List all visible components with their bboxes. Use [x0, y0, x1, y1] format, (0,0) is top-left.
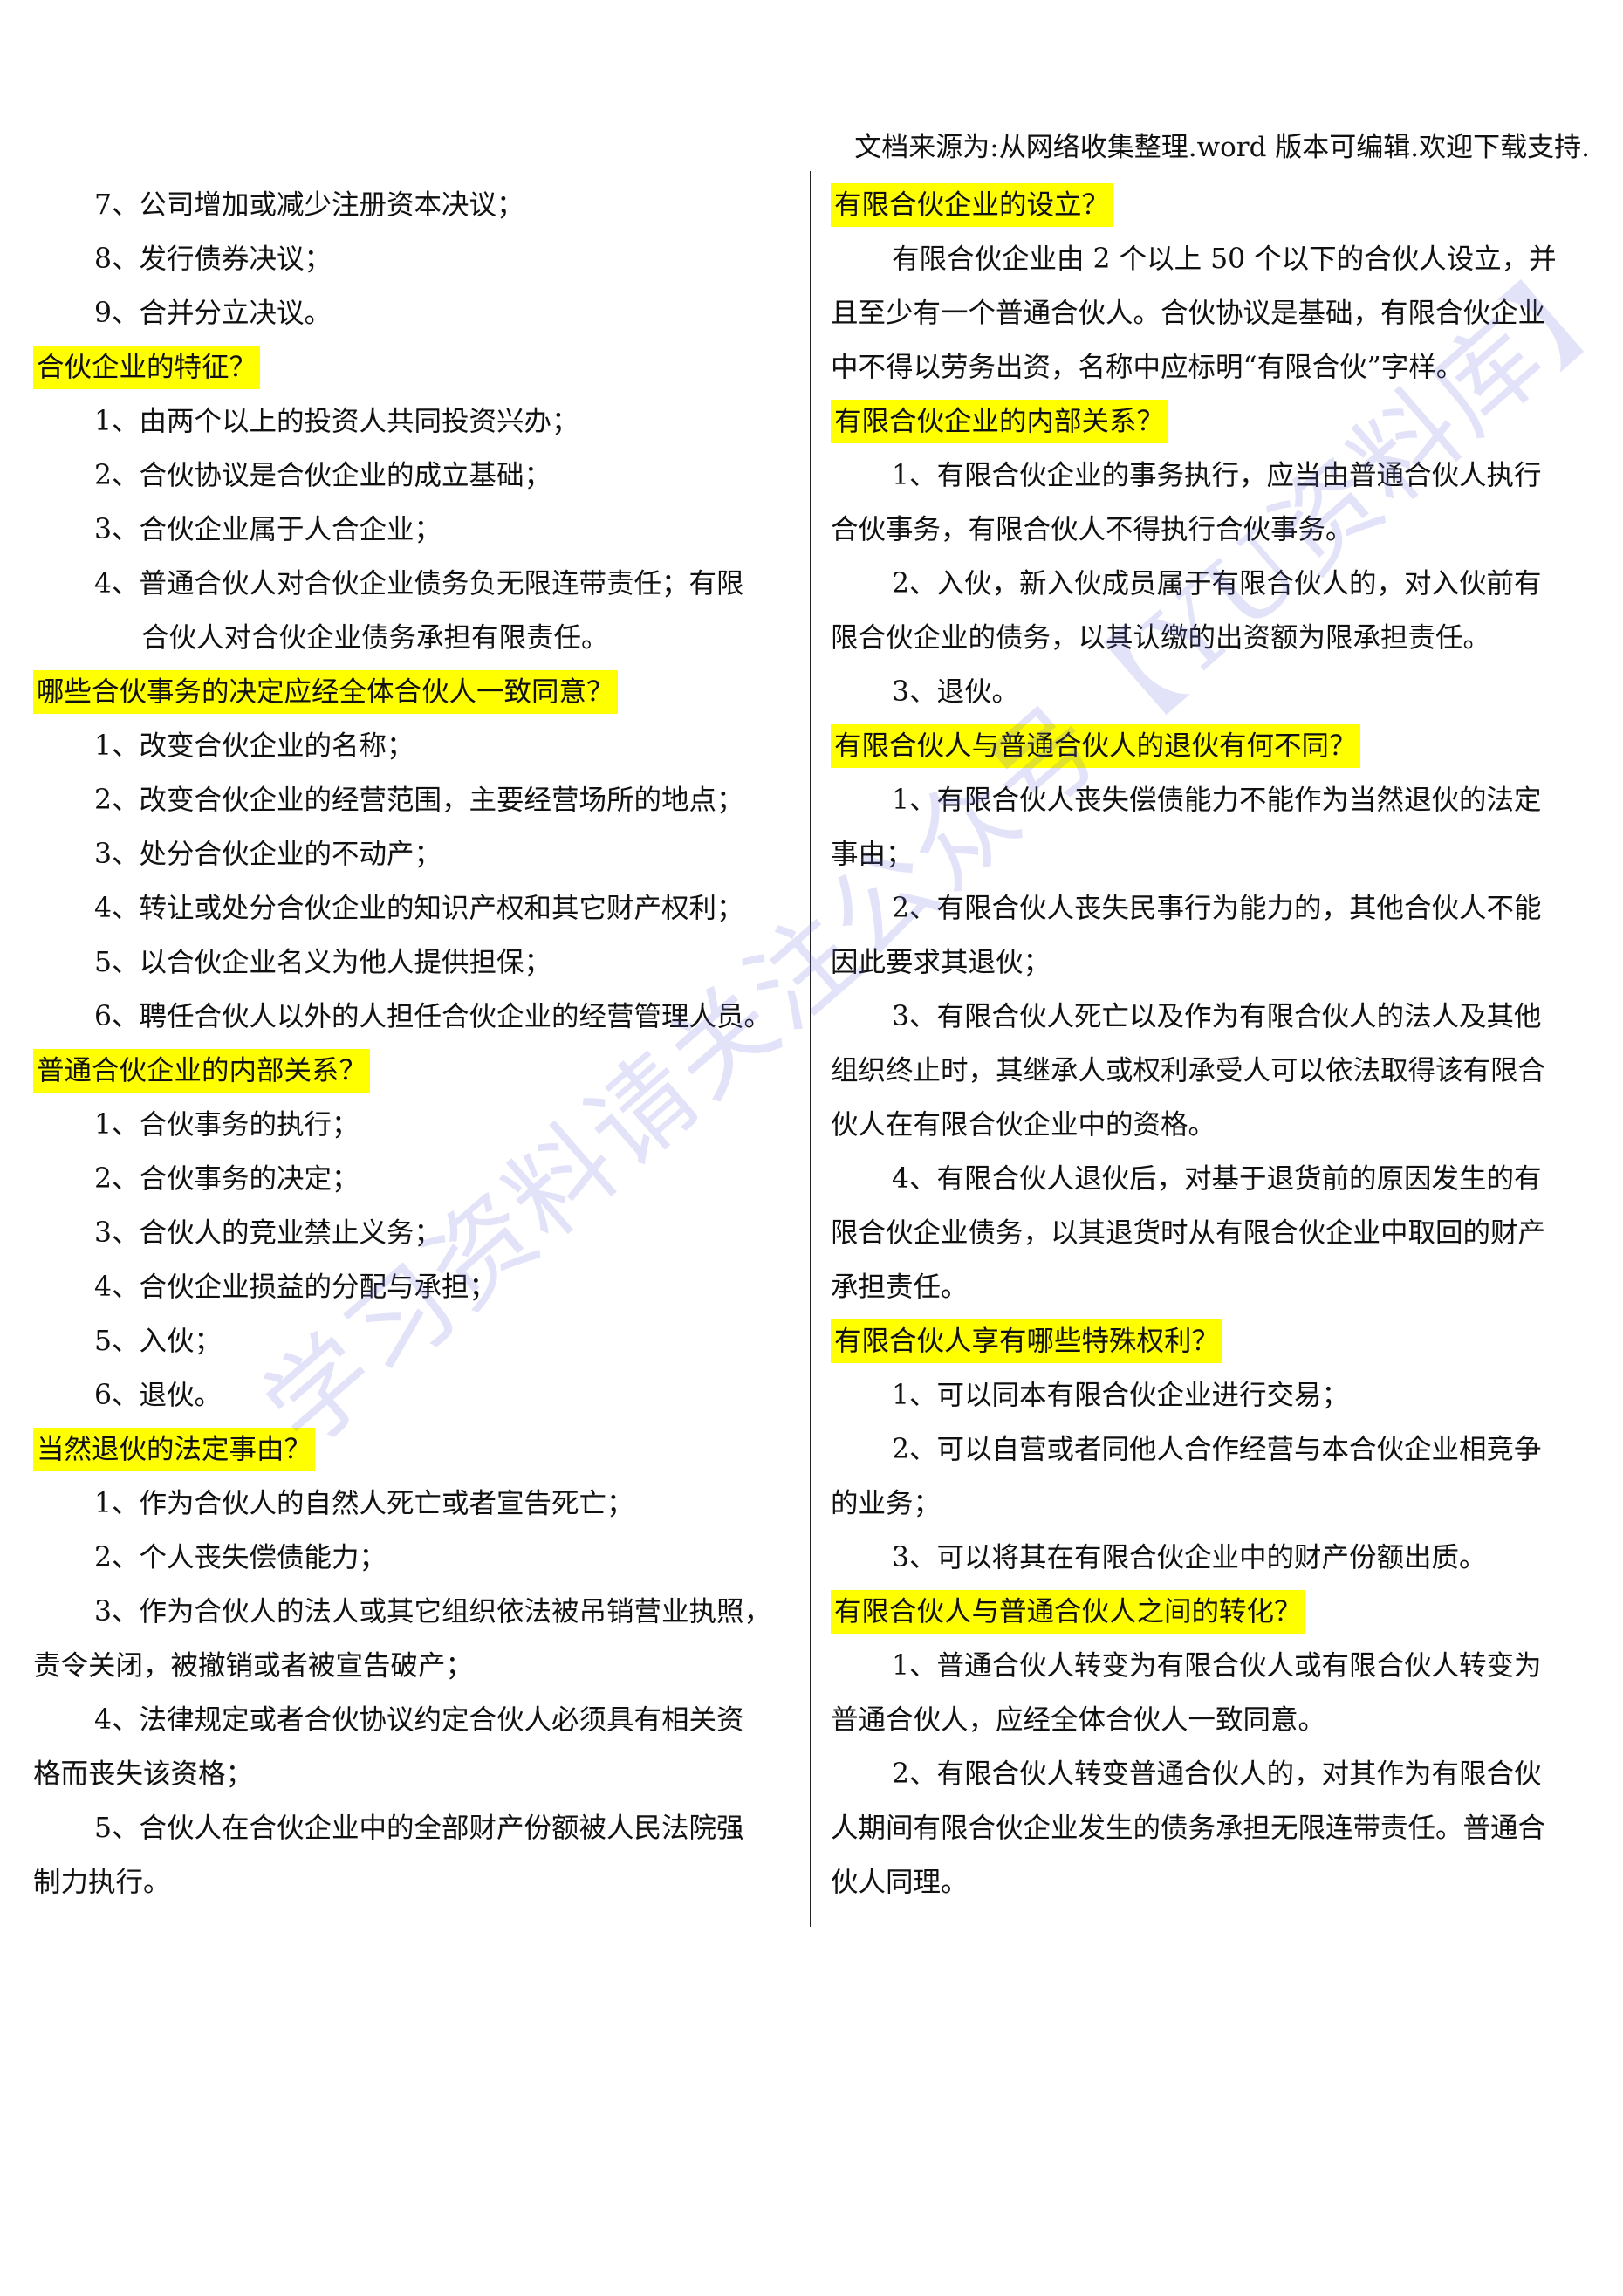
section-heading: 有限合伙人与普通合伙人之间的转化？	[831, 1590, 1305, 1634]
paragraph-line: 3、有限合伙人死亡以及作为有限合伙人的法人及其他	[892, 1001, 1542, 1032]
list-item: 3、处分合伙企业的不动产；	[94, 839, 442, 870]
paragraph-line: 责令关闭，被撤销或者被宣告破产；	[33, 1650, 474, 1682]
paragraph-line: 限合伙企业的债务，以其认缴的出资额为限承担责任。	[831, 622, 1491, 654]
paragraph-line: 3、作为合伙人的法人或其它组织依法被吊销营业执照，	[94, 1596, 772, 1628]
list-item: 6、退伙。	[94, 1380, 223, 1411]
paragraph-line: 组织终止时，其继承人或权利承受人可以依法取得该有限合	[831, 1055, 1546, 1086]
paragraph-line: 合伙事务，有限合伙人不得执行合伙事务。	[831, 514, 1353, 545]
list-item: 1、合伙事务的执行；	[94, 1109, 360, 1141]
list-item: 2、合伙事务的决定；	[94, 1163, 360, 1195]
paragraph-line: 伙人同理。	[831, 1867, 969, 1898]
paragraph-line: 格而丧失该资格；	[33, 1758, 254, 1790]
right-column: 有限合伙企业的设立？ 有限合伙企业由 2 个以上 50 个以下的合伙人设立，并 …	[831, 178, 1594, 1909]
paragraph-line: 人期间有限合伙企业发生的债务承担无限连带责任。普通合	[831, 1813, 1546, 1844]
list-item: 1、由两个以上的投资人共同投资兴办；	[94, 406, 579, 437]
paragraph-line: 3、退伙。	[892, 676, 1020, 708]
list-item: 2、个人丧失偿债能力；	[94, 1542, 387, 1573]
section-heading: 当然退伙的法定事由？	[33, 1428, 316, 1471]
paragraph-line: 1、有限合伙人丧失偿债能力不能作为当然退伙的法定	[892, 785, 1542, 816]
section-heading: 有限合伙企业的设立？	[831, 183, 1113, 227]
paragraph-line: 1、有限合伙企业的事务执行，应当由普通合伙人执行	[892, 460, 1542, 491]
paragraph-line: 4、法律规定或者合伙协议约定合伙人必须具有相关资	[94, 1704, 744, 1736]
list-item: 4、合伙企业损益的分配与承担；	[94, 1271, 497, 1303]
paragraph-line: 的业务；	[831, 1488, 942, 1519]
list-item: 5、入伙；	[94, 1326, 223, 1357]
paragraph-line: 2、可以自营或者同他人合作经营与本合伙企业相竞争	[892, 1434, 1542, 1465]
paragraph-line: 5、合伙人在合伙企业中的全部财产份额被人民法院强	[94, 1813, 744, 1844]
paragraph-line: 因此要求其退伙；	[831, 947, 1051, 978]
paragraph-line: 2、有限合伙人转变普通合伙人的，对其作为有限合伙	[892, 1758, 1542, 1790]
paragraph-line: 中不得以劳务出资，名称中应标明“有限合伙”字样。	[831, 352, 1464, 383]
paragraph-line: 承担责任。	[831, 1271, 969, 1303]
list-item: 9、合并分立决议。	[94, 298, 332, 329]
section-heading: 有限合伙人享有哪些特殊权利？	[831, 1319, 1223, 1363]
paragraph-line: 普通合伙人，应经全体合伙人一致同意。	[831, 1704, 1326, 1736]
paragraph-line: 3、可以将其在有限合伙企业中的财产份额出质。	[892, 1542, 1487, 1573]
paragraph-line: 事由；	[831, 839, 914, 870]
paragraph-line: 有限合伙企业由 2 个以上 50 个以下的合伙人设立，并	[892, 243, 1557, 275]
paragraph-line: 限合伙企业债务，以其退货时从有限合伙企业中取回的财产	[831, 1217, 1546, 1249]
list-item: 2、改变合伙企业的经营范围，主要经营场所的地点；	[94, 785, 744, 816]
list-item: 4、普通合伙人对合伙企业债务负无限连带责任；有限	[94, 568, 744, 600]
section-heading: 有限合伙人与普通合伙人的退伙有何不同？	[831, 724, 1360, 768]
section-heading: 普通合伙企业的内部关系？	[33, 1049, 371, 1093]
paragraph-line: 4、有限合伙人退伙后，对基于退货前的原因发生的有	[892, 1163, 1542, 1195]
section-heading: 哪些合伙事务的决定应经全体合伙人一致同意？	[33, 670, 618, 714]
list-item: 7、公司增加或减少注册资本决议；	[94, 189, 524, 221]
section-heading: 合伙企业的特征？	[33, 346, 261, 389]
paragraph-line: 制力执行。	[33, 1867, 171, 1898]
list-item-continuation: 合伙人对合伙企业债务承担有限责任。	[141, 622, 609, 654]
list-item: 1、改变合伙企业的名称；	[94, 730, 414, 762]
paragraph-line: 2、入伙，新入伙成员属于有限合伙人的，对入伙前有	[892, 568, 1542, 600]
list-item: 4、转让或处分合伙企业的知识产权和其它财产权利；	[94, 893, 744, 924]
list-item: 1、作为合伙人的自然人死亡或者宣告死亡；	[94, 1488, 634, 1519]
list-item: 6、聘任合伙人以外的人担任合伙企业的经营管理人员。	[94, 1001, 772, 1032]
paragraph-line: 2、有限合伙人丧失民事行为能力的，其他合伙人不能	[892, 893, 1542, 924]
paragraph-line: 1、可以同本有限合伙企业进行交易；	[892, 1380, 1350, 1411]
section-heading: 有限合伙企业的内部关系？	[831, 400, 1168, 443]
paragraph-line: 且至少有一个普通合伙人。合伙协议是基础，有限合伙企业	[831, 298, 1546, 329]
list-item: 3、合伙人的竞业禁止义务；	[94, 1217, 442, 1249]
list-item: 2、合伙协议是合伙企业的成立基础；	[94, 460, 552, 491]
column-divider	[810, 171, 812, 1927]
paragraph-line: 伙人在有限合伙企业中的资格。	[831, 1109, 1216, 1141]
list-item: 5、以合伙企业名义为他人提供担保；	[94, 947, 552, 978]
paragraph-line: 1、普通合伙人转变为有限合伙人或有限合伙人转变为	[892, 1650, 1542, 1682]
list-item: 3、合伙企业属于人合企业；	[94, 514, 442, 545]
left-column: 7、公司增加或减少注册资本决议； 8、发行债券决议； 9、合并分立决议。 合伙企…	[33, 178, 801, 1909]
header-note: 文档来源为:从网络收集整理.word 版本可编辑.欢迎下载支持.	[854, 132, 1590, 163]
list-item: 8、发行债券决议；	[94, 243, 332, 275]
